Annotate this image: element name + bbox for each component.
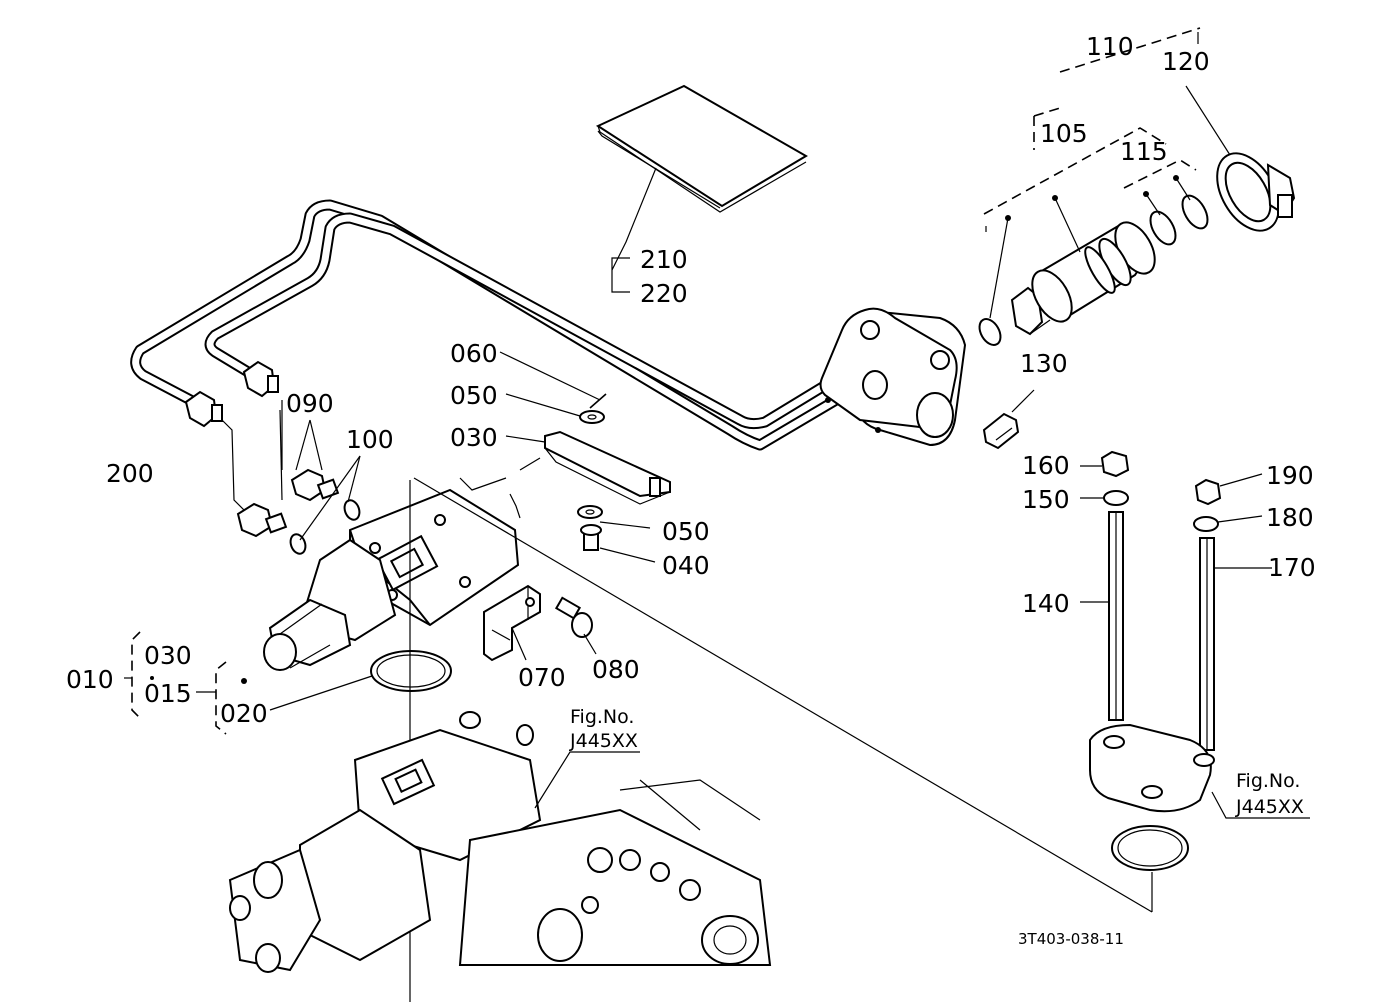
label-140: 140 xyxy=(1022,589,1070,618)
hydraulic-pipes xyxy=(130,199,916,451)
leader-210-220 xyxy=(611,167,657,293)
label-090: 090 xyxy=(286,389,334,418)
label-010: 010 xyxy=(66,665,114,694)
label-190: 190 xyxy=(1266,461,1314,490)
label-030-plate: 030 xyxy=(450,423,498,452)
o-ring-small xyxy=(978,318,1002,346)
hollow-bolt-130 xyxy=(982,389,1035,450)
label-115: 115 xyxy=(1120,137,1168,166)
o-ring-pair xyxy=(1149,194,1209,246)
label-130: 130 xyxy=(1020,349,1068,378)
cylinder-bracket xyxy=(983,27,1201,232)
label-210: 210 xyxy=(640,245,688,274)
label-110: 110 xyxy=(1086,32,1134,61)
valve-flange-block xyxy=(819,307,967,447)
label-080: 080 xyxy=(592,655,640,684)
leaders-090-100 xyxy=(279,409,361,541)
nut-190 xyxy=(1194,473,1263,506)
label-100: 100 xyxy=(346,425,394,454)
clamp-collar xyxy=(1216,152,1296,232)
label-070: 070 xyxy=(518,663,566,692)
fig-ref-leader-left xyxy=(534,751,640,809)
label-200: 200 xyxy=(106,459,154,488)
pipe-fitting-left xyxy=(184,390,249,515)
o-ring-100-b xyxy=(289,533,307,555)
washer-050-bottom xyxy=(577,505,603,519)
fig-ref-left-title: Fig.No. xyxy=(570,706,634,728)
manual-sheet xyxy=(595,84,808,213)
label-015: 015 xyxy=(144,679,192,708)
cylinder-leaders xyxy=(989,85,1231,319)
label-050-top: 050 xyxy=(450,381,498,410)
lever-plate-030 xyxy=(544,430,671,505)
lower-housing xyxy=(228,711,772,973)
plate-leaders xyxy=(459,351,656,563)
label-160: 160 xyxy=(1022,451,1070,480)
fig-ref-right-title: Fig.No. xyxy=(1236,770,1300,792)
washer-150 xyxy=(1080,490,1129,506)
label-020: 020 xyxy=(220,699,268,728)
o-ring-020 xyxy=(269,650,452,711)
fitting-090-a xyxy=(290,468,340,502)
o-ring-100-a xyxy=(343,499,361,521)
bracket-070 xyxy=(483,584,541,662)
drawing-code: 3T403-038-11 xyxy=(1018,930,1124,948)
label-030-group: 030 xyxy=(144,641,192,670)
bolt-080 xyxy=(554,596,593,638)
label-120: 120 xyxy=(1162,47,1210,76)
stud-plate xyxy=(1089,723,1310,871)
fitting-090-b xyxy=(236,502,288,538)
label-220: 220 xyxy=(640,279,688,308)
stud-140 xyxy=(1080,511,1124,721)
fig-ref-right-code: J445XX xyxy=(1235,796,1304,818)
cylinder-body xyxy=(1010,221,1156,336)
label-150: 150 xyxy=(1022,485,1070,514)
pin-060 xyxy=(589,393,607,409)
label-180: 180 xyxy=(1266,503,1314,532)
label-170: 170 xyxy=(1268,553,1316,582)
pipe-fitting-right xyxy=(242,360,283,470)
stud-170 xyxy=(1199,537,1272,751)
washer-180 xyxy=(1193,515,1263,532)
leaders-070-080 xyxy=(511,627,597,661)
fig-ref-left-code: J445XX xyxy=(569,730,638,752)
label-105: 105 xyxy=(1040,119,1088,148)
label-040: 040 xyxy=(662,551,710,580)
label-050-bottom: 050 xyxy=(662,517,710,546)
nut-160 xyxy=(1080,450,1130,478)
group-brackets xyxy=(124,631,247,735)
pin-040 xyxy=(580,524,602,551)
control-valve xyxy=(263,488,520,671)
label-060: 060 xyxy=(450,339,498,368)
washer-050-top xyxy=(579,410,605,424)
